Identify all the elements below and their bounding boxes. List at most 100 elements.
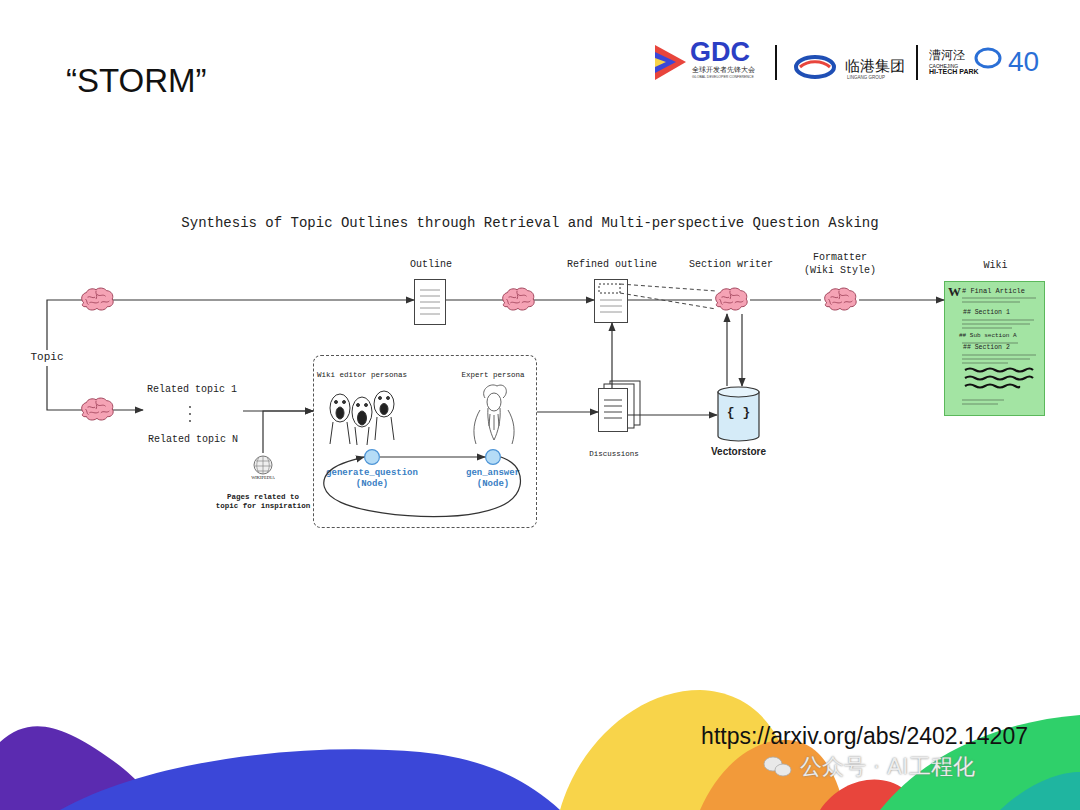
cylinder-body [718, 392, 759, 441]
flow-connector [380, 456, 485, 457]
expert-sketch [488, 408, 500, 440]
bottom-waves [0, 726, 160, 810]
llm-brain-icons [82, 288, 114, 310]
sponsor-logos [976, 49, 1000, 67]
sponsor-logos [800, 62, 830, 67]
section-writer-llm: Section writer [712, 286, 750, 314]
flow-connector [446, 299, 594, 300]
related-topics-text: Related topic 1 [147, 384, 243, 397]
wiki-article-text: ## Sub section A [959, 332, 1043, 340]
related-topic-dots [189, 420, 191, 422]
diagram-heading: Synthesis of Topic Outlines through Retr… [100, 215, 960, 233]
expert-sketch [489, 414, 499, 430]
wiki-article-text: Wiki [935, 260, 1056, 273]
formatter-llm: Formatter (Wiki Style) [821, 286, 859, 314]
wiki-article-text: # Final Article [962, 287, 1042, 296]
logo-text: 全球开发者先锋大会 [692, 66, 772, 75]
logo-text: 临港集团 [845, 57, 909, 76]
wiki-editor-faces [357, 404, 360, 407]
wiki-editor-faces [358, 411, 367, 425]
logo-text: 40 [1008, 44, 1048, 79]
wikipedia-source-text: WIKIPEDIA [243, 475, 283, 481]
vectorstore-text: Vectorstore [698, 446, 779, 459]
slide-title: “STORM” [66, 60, 366, 101]
generate-question-node-text: generate_question (Node) [322, 468, 422, 491]
wiki-editor-faces [365, 404, 368, 407]
wiki-editor-faces [374, 391, 394, 417]
bottom-waves [820, 780, 910, 810]
outline-doc: Outline [414, 279, 446, 325]
generate-question-node: generate_question (Node) [364, 449, 380, 465]
logo-text: 漕河泾 [929, 48, 973, 63]
cylinder-top [718, 387, 759, 397]
wechat-icon [775, 764, 791, 776]
wiki-editor-faces [352, 397, 372, 427]
outline-doc-text: Outline [371, 259, 491, 272]
expert-sketch [474, 410, 514, 444]
sponsor-logos [655, 58, 666, 67]
gen-answer-node-text: gen_answer (Node) [458, 468, 528, 491]
wikipedia-source: WIKIPEDIA Pages related to topic for insp… [215, 453, 311, 515]
agent-loop-group: Wiki editor personas Expert persona genera… [313, 355, 537, 528]
flow-connector [726, 314, 727, 386]
related-topic-dots [189, 406, 191, 408]
formatter-llm-text: Formatter (Wiki Style) [798, 252, 882, 277]
refined-outline-doc: Refined outline [594, 279, 628, 323]
related-topic-dots [189, 413, 191, 415]
logo-text: GDC [690, 36, 765, 70]
logo-text: GLOBAL DEVELOPER CONFERENCE [692, 75, 782, 79]
section-writer-llm-text: Section writer [671, 259, 791, 272]
flow-connector [741, 314, 742, 386]
refined-outline-zoom [620, 284, 716, 291]
wiki-article: WikiW# Final Article## Section 1## Sub s… [944, 281, 1045, 416]
related-topics: Related topic 1 Related topic N [143, 382, 243, 448]
llm-brain-icon [825, 288, 857, 310]
logo-text: HI-TECH PARK [929, 68, 989, 77]
wiki-editor-personas: Wiki editor personas [316, 368, 408, 446]
wikipedia-globe [254, 456, 272, 474]
wiki-editor-faces [355, 427, 369, 445]
graph-node-circle [365, 450, 380, 465]
discussions-doc-text: Discussions [584, 450, 644, 459]
topic-label-text: Topic [25, 351, 69, 365]
bottom-waves [60, 749, 560, 810]
refined-outline-zoom [620, 293, 716, 309]
wiki-editor-faces [387, 397, 390, 400]
wiki-editor-faces [330, 422, 350, 444]
vectorstore: { }Vectorstore [717, 386, 760, 442]
wikipedia-globe [255, 456, 271, 474]
flow-connector [263, 411, 313, 453]
flow-connector [47, 366, 143, 410]
wikipedia-source-text: Pages related to topic for inspiration [215, 493, 311, 512]
wikipedia-globe [254, 456, 272, 474]
flow-connector [628, 299, 712, 300]
watermark: 公众号 · AI工程化 [800, 753, 1060, 781]
vectorstore-text: { } [717, 405, 760, 421]
bottom-waves [0, 690, 1080, 810]
sponsor-logos [655, 45, 686, 80]
wiki-editor-faces [335, 401, 338, 404]
flow-connector [537, 411, 598, 412]
section-writer-llm-shape [712, 286, 750, 314]
paper-link: https://arxiv.org/abs/2402.14207 [560, 722, 1028, 751]
flow-connector [243, 410, 313, 411]
flow-connector [628, 414, 717, 415]
flow-connector [611, 323, 612, 388]
llm-brain-icons [82, 398, 114, 420]
formatter-llm-shape [821, 286, 859, 314]
gen-answer-node-shape [485, 449, 501, 465]
gen-answer-node: gen_answer (Node) [485, 449, 501, 465]
wechat-icon [764, 757, 782, 771]
wiki-article-text: ## Section 1 [963, 309, 1043, 317]
wiki-article-text: ## Section 2 [963, 344, 1043, 352]
expert-persona-text: Expert persona [453, 371, 533, 380]
sponsor-logos [655, 52, 676, 73]
wiki-article-text: W [948, 284, 962, 300]
expert-sketch [484, 385, 507, 398]
flow-connector [859, 299, 944, 300]
related-topics-text: Related topic N [148, 434, 244, 447]
